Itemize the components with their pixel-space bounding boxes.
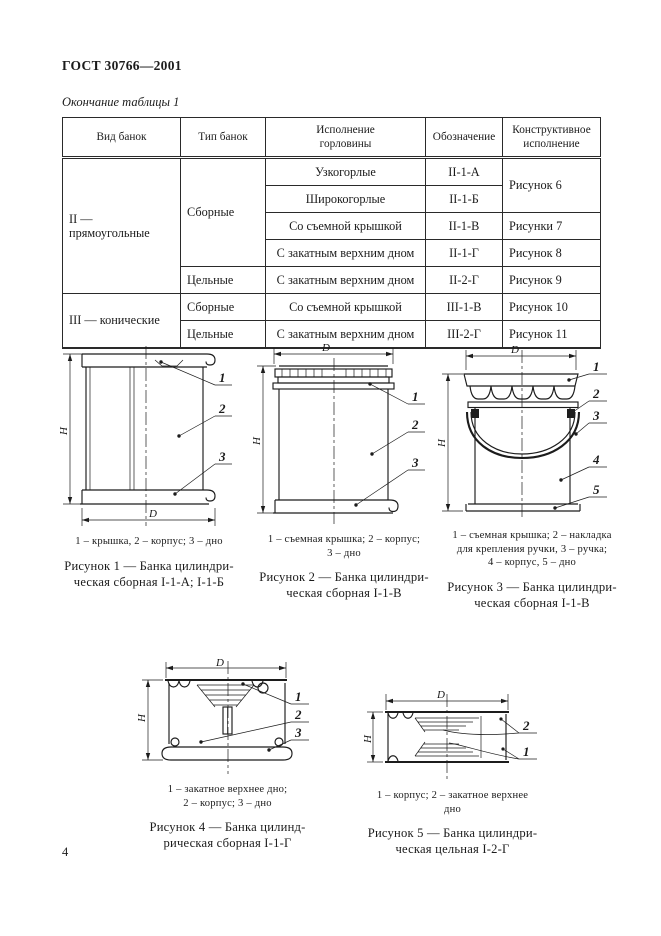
callout-4: 4 [592, 452, 600, 467]
cell-tip: Цельные [180, 320, 266, 349]
figure-4-legend: 1 – закатное верхнее дно; 2 – корпус; 3 … [167, 784, 288, 809]
figure-3-legend: 1 – съемная крышка; 2 – накладка для кре… [452, 530, 612, 569]
cell-gorlovina: Со съемной крышкой [265, 212, 426, 240]
table-row: Цельные С закатным верхним дном II-2-Г Р… [63, 266, 601, 294]
doc-number: ГОСТ 30766—2001 [62, 58, 182, 73]
page-number: 4 [62, 845, 69, 859]
figure-2-caption: Рисунок 2 — Банка цилиндри- ческая сборн… [259, 570, 429, 601]
cell-oboznachenie: III-1-В [425, 293, 503, 321]
dim-h-label: H [251, 436, 263, 446]
callout-1: 1 [523, 744, 530, 759]
callout-2: 2 [522, 718, 530, 733]
cell-gorlovina: С закатным верхним дном [265, 239, 426, 267]
cell-oboznachenie: II-1-Б [425, 185, 503, 213]
table-row: Со съемной крышкой II-1-В Рисунки 7 [63, 212, 601, 240]
cell-risunok: Рисунки 7 [502, 212, 601, 240]
figure-5-drawing: D H 2 [362, 689, 537, 780]
figure-1: H D 1 2 3 1 – крышка, 2 – корпус; 3 – дн… [46, 338, 252, 590]
table-row: II — прямоугольные Сборные Узкогорлые II… [62, 157, 601, 294]
cell-gorlovina: Широкогорлые [265, 185, 426, 213]
figure-1-legend: 1 – крышка, 2 – корпус; 3 – дно [75, 536, 223, 547]
figure-3: D H 1 [432, 344, 632, 611]
figure-3-caption: Рисунок 3 — Банка цилиндри- ческая сборн… [447, 579, 617, 610]
cell-oboznachenie: II-1-В [425, 212, 503, 240]
cell-risunok: Рисунок 8 [502, 239, 601, 267]
callout-5: 5 [593, 482, 600, 497]
callout-2: 2 [294, 707, 302, 722]
cell-vid: II — прямоугольные [62, 157, 181, 294]
cell-risunok: Рисунок 9 [502, 266, 601, 294]
callout-1: 1 [295, 689, 302, 704]
table-row: С закатным верхним дном II-1-Г Рисунок 8 [63, 239, 601, 267]
cans-spec-table: Вид банок Тип банок Исполнение горловины… [62, 117, 601, 349]
cell-risunok: Рисунок 6 [502, 157, 601, 213]
callout-1: 1 [219, 370, 226, 385]
figure-4-caption: Рисунок 4 — Банка цилинд- рическая сборн… [149, 820, 306, 851]
callout-2: 2 [411, 417, 419, 432]
figure-5-legend: 1 – корпус; 2 – закатное верхнее дно [376, 790, 529, 815]
callout-3: 3 [592, 408, 600, 423]
dim-d-label: D [148, 508, 157, 520]
callout-1: 1 [593, 359, 600, 374]
figure-4: D H 1 2 [120, 657, 335, 852]
figure-2-legend: 1 – съемная крышка; 2 – корпус; 3 – дно [267, 534, 421, 559]
callout-1: 1 [412, 389, 419, 404]
figure-2: D H 1 2 [246, 342, 442, 602]
callout-3: 3 [294, 725, 302, 740]
table-row: Цельные С закатным верхним дном III-2-Г … [63, 320, 601, 349]
cell-oboznachenie: II-1-А [425, 157, 503, 186]
cell-oboznachenie: II-1-Г [425, 239, 503, 267]
figure-1-drawing: H D 1 2 3 [58, 346, 232, 526]
callout-2: 2 [218, 401, 226, 416]
callout-3: 3 [411, 455, 419, 470]
dim-d-label: D [215, 657, 224, 669]
figure-4-drawing: D H 1 2 [136, 657, 309, 774]
cell-tip: Сборные [180, 157, 266, 267]
figure-1-caption: Рисунок 1 — Банка цилиндри- ческая сборн… [64, 558, 234, 589]
cell-oboznachenie: III-2-Г [425, 320, 503, 349]
dim-h-label: H [136, 713, 148, 723]
table-header-row: Вид банок Тип банок Исполнение горловины… [62, 117, 601, 158]
column-header-tip: Тип банок [180, 117, 266, 158]
cell-risunok: Рисунок 10 [502, 293, 601, 321]
cell-gorlovina: Узкогорлые [265, 157, 426, 186]
column-header-vid: Вид банок [62, 117, 181, 158]
figure-5-caption: Рисунок 5 — Банка цилиндри- ческая цельн… [367, 826, 538, 857]
dim-h-label: H [58, 426, 70, 436]
cell-oboznachenie: II-2-Г [425, 266, 503, 294]
column-header-ispolnenie: Конструктивное исполнение [502, 117, 601, 158]
cell-gorlovina: С закатным верхним дном [265, 320, 426, 349]
table-continuation-label: Окончание таблицы 1 [62, 95, 180, 109]
cell-tip: Цельные [180, 266, 266, 294]
cell-gorlovina: С закатным верхним дном [265, 266, 426, 294]
table-row: Широкогорлые II-1-Б [63, 185, 601, 213]
column-header-gorlovina: Исполнение горловины [265, 117, 426, 158]
dim-d-label: D [436, 689, 445, 701]
figure-3-drawing: D H 1 [436, 344, 607, 520]
dim-h-label: H [436, 438, 448, 448]
dim-d-label: D [321, 342, 330, 354]
dim-h-label: H [362, 734, 374, 744]
figure-2-drawing: D H 1 2 [251, 342, 425, 524]
cell-tip: Сборные [180, 293, 266, 321]
cell-gorlovina: Со съемной крышкой [265, 293, 426, 321]
callout-2: 2 [592, 386, 600, 401]
callout-3: 3 [218, 449, 226, 464]
table-row: III — конические Сборные Со съемной крыш… [62, 293, 601, 349]
dim-d-label: D [510, 344, 519, 356]
cell-risunok: Рисунок 11 [502, 320, 601, 349]
cell-vid: III — конические [62, 293, 181, 349]
column-header-oboznachenie: Обозначение [425, 117, 503, 158]
figure-5: D H 2 [345, 689, 560, 858]
